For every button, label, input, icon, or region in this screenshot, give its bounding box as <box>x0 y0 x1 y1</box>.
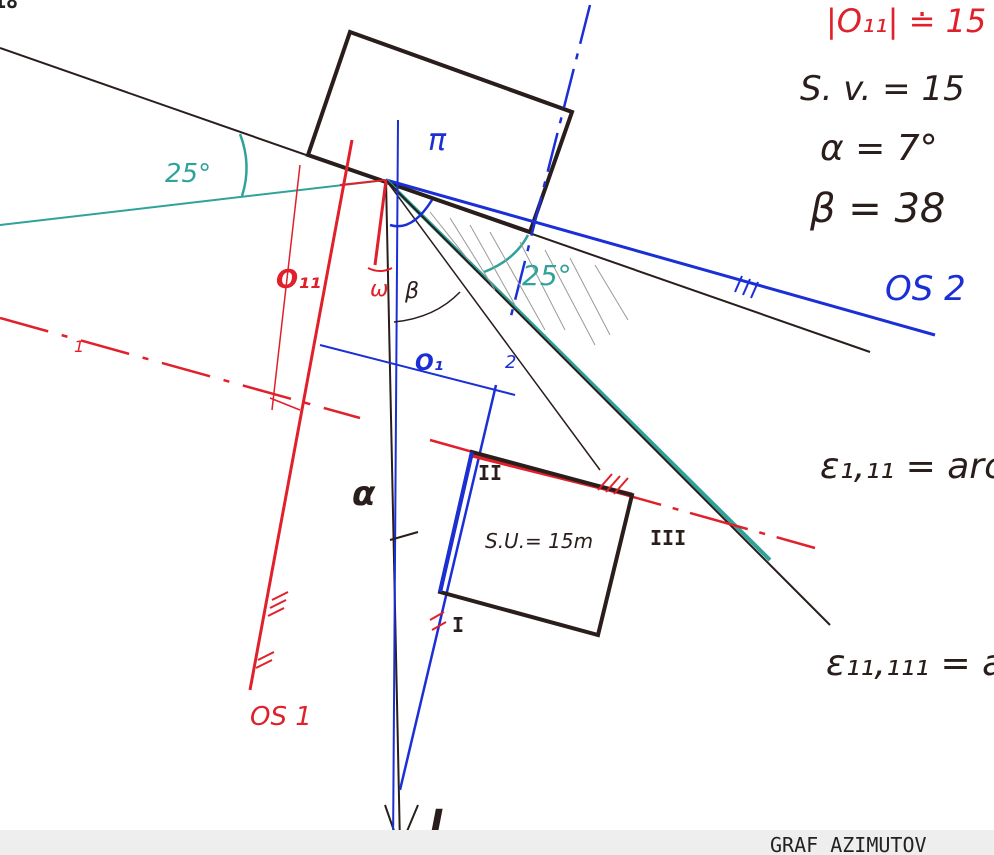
building-lower-edge-blue <box>438 451 474 593</box>
blue-line-down <box>392 119 399 851</box>
blue-dimension-o1 <box>319 344 516 396</box>
red-offset-line <box>271 164 301 411</box>
roman-iii-label: III <box>650 526 686 550</box>
hatching <box>429 211 629 346</box>
red-axis-os1 <box>248 139 354 691</box>
teal-angle-arc-2 <box>483 234 530 274</box>
omega-label: ω <box>370 277 388 302</box>
mark-1-label: 1 <box>74 337 84 356</box>
pi-symbol: π <box>428 123 447 158</box>
alpha-label: α <box>352 474 376 514</box>
angle-25-right: 25° <box>522 259 572 292</box>
red-short-line <box>373 179 388 266</box>
right-line-2: S. v. = 15 <box>800 69 965 109</box>
right-eq-2: ε₁₁,₁₁₁ = a <box>826 643 994 684</box>
right-line-3: α = 7° <box>820 128 938 169</box>
black-line-to-box <box>385 179 601 471</box>
black-vertical-line <box>385 179 401 846</box>
beta-mark: β <box>404 279 419 304</box>
roman-i-label: I <box>452 613 464 637</box>
mark-2-label: 2 <box>505 352 516 373</box>
teal-angle-arc <box>238 133 248 197</box>
black-diagonal-line <box>385 179 831 626</box>
o-ii-label: O₁₁ <box>276 265 321 295</box>
su-15m-label: S.U.= 15m <box>485 529 593 553</box>
os1-label: OS 1 <box>250 702 312 732</box>
black-angle-arc <box>393 291 461 323</box>
red-dashed-horizontal <box>0 316 361 420</box>
right-os2-label: OS 2 <box>885 269 966 309</box>
roman-ii-label: II <box>478 461 502 485</box>
footer-text: GRAF AZIMUTOV <box>770 833 927 855</box>
red-dimension-tick <box>269 397 301 411</box>
tick-marks <box>255 275 759 669</box>
building-pi-outline <box>305 29 575 235</box>
bottom-strip <box>0 830 994 855</box>
blue-angle-arc-1 <box>389 199 434 228</box>
blue-axis-os2 <box>385 178 936 337</box>
red-dimension-line <box>339 179 386 186</box>
o-i-label: O₁ <box>415 351 443 376</box>
blue-dashed-line-top <box>508 4 592 321</box>
right-eq-1: ε₁,₁₁ = arc <box>820 446 994 487</box>
right-line-1: |O₁₁| ≐ 15 <box>826 2 986 40</box>
top-left-text: 18 <box>0 0 18 13</box>
angle-25-left: 25° <box>165 159 211 189</box>
red-omega-arc <box>367 267 393 272</box>
right-line-4: β = 38 <box>809 186 945 232</box>
teal-direction-line <box>0 179 387 226</box>
